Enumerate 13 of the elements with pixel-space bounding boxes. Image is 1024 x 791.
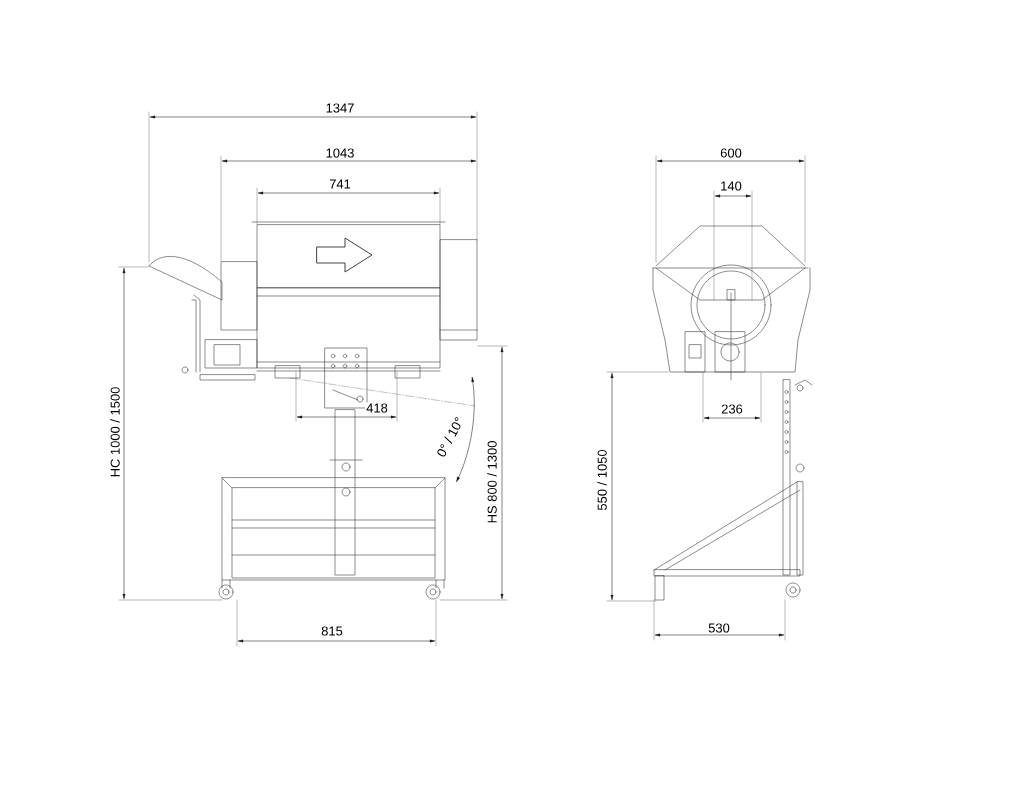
dimension-label: HS 800 / 1300: [486, 439, 498, 525]
dimension-label: 418: [365, 402, 389, 414]
dimension-label: 741: [328, 178, 352, 190]
dimension-label: 1347: [324, 102, 356, 114]
dimension-label: 550 / 1050: [596, 448, 608, 512]
dimension-label: 140: [719, 180, 743, 192]
dimension-label: 1043: [324, 147, 356, 159]
dimension-label: 600: [719, 147, 743, 159]
dimension-label: HC 1000 / 1500: [109, 385, 121, 479]
dimension-label: 530: [707, 622, 731, 634]
dimension-label: 0° / 10°: [434, 414, 466, 460]
dimension-label: 236: [720, 403, 744, 415]
dimension-label: 815: [320, 625, 344, 637]
